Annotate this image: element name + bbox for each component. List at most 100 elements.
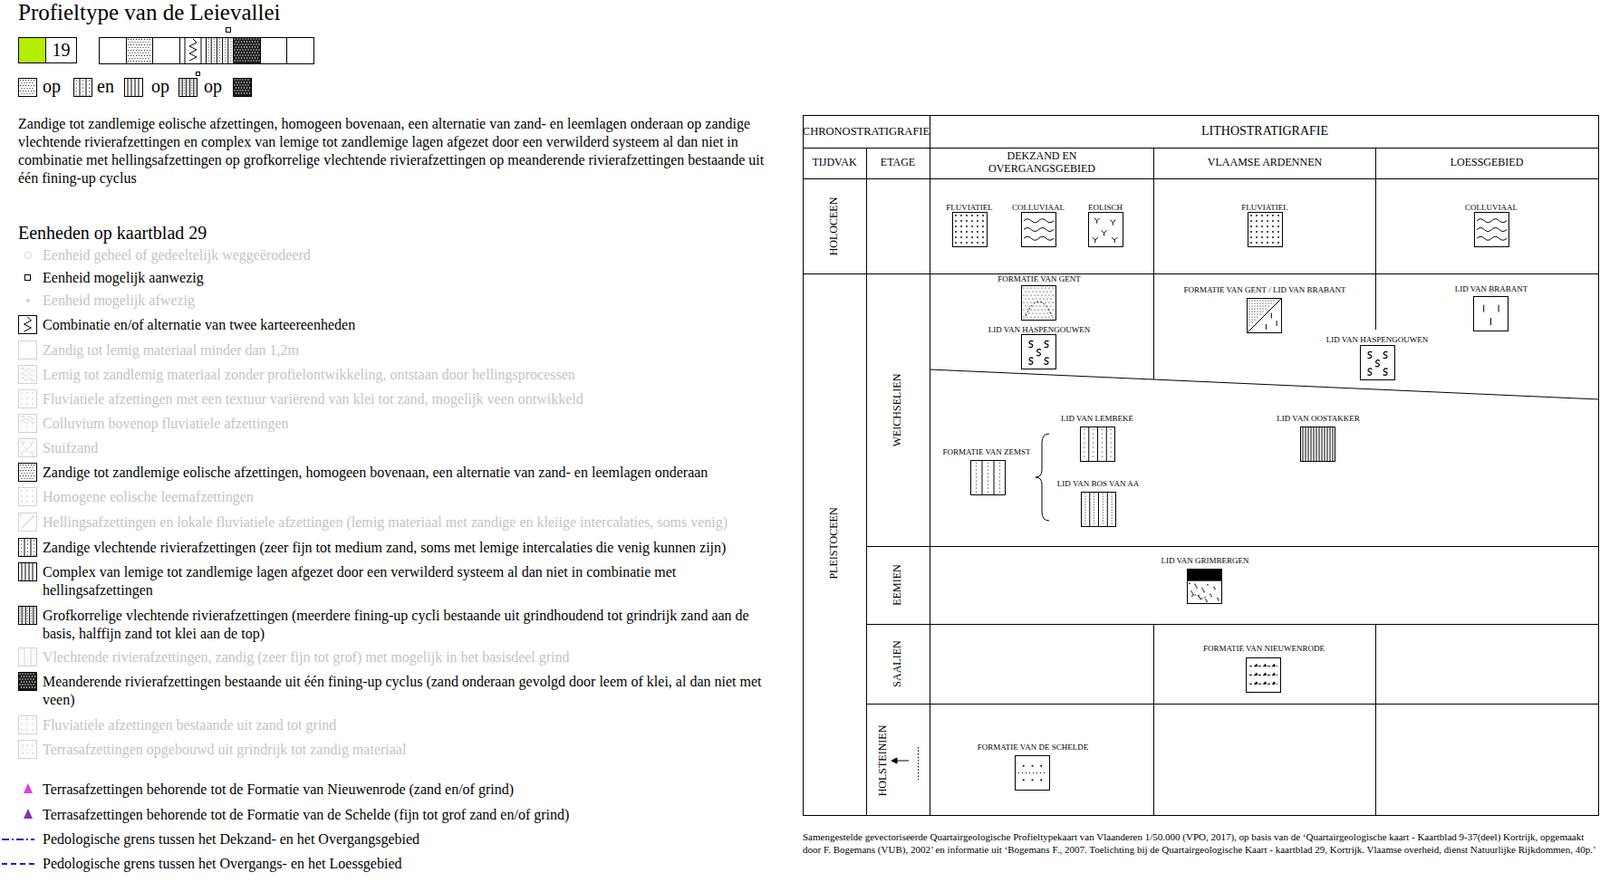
symbol-stroke	[230, 59, 232, 61]
symbol-stroke	[20, 550, 22, 552]
symbol-stroke	[258, 43, 260, 45]
symbol-stroke	[1111, 509, 1113, 511]
symbol-stroke	[982, 460, 984, 496]
symbol-stroke	[254, 40, 256, 42]
symbol-stroke	[987, 483, 989, 485]
symbol-stroke	[130, 38, 132, 40]
symbol-stroke	[141, 38, 143, 40]
symbol-stroke	[987, 469, 989, 471]
symbol-stroke	[1093, 520, 1095, 521]
symbol-stroke	[1040, 308, 1042, 310]
symbol-stroke	[1375, 360, 1380, 367]
symbol-stroke	[88, 86, 90, 88]
symbol-stroke	[27, 649, 29, 651]
symbol-stroke	[1266, 241, 1269, 244]
symbol-stroke	[1037, 316, 1039, 318]
symbol-stroke	[230, 57, 232, 58]
symbol-stroke	[240, 92, 242, 94]
symbol-stroke	[33, 554, 35, 556]
symbol-stroke	[149, 44, 151, 46]
symbol-stroke	[82, 83, 84, 85]
symbol-stroke	[1101, 433, 1103, 434]
symbol-stroke	[138, 44, 140, 46]
symbol-stroke	[128, 41, 130, 43]
symbol-stroke	[1102, 492, 1104, 494]
symbol-stroke	[20, 82, 22, 84]
symbol-stroke	[23, 447, 29, 454]
symbol-stroke	[1050, 305, 1051, 307]
symbol-stroke	[239, 43, 241, 45]
symbol-stroke	[208, 48, 210, 50]
symbol-stroke	[82, 86, 84, 88]
symbol-stroke	[31, 467, 33, 469]
symbol-stroke	[146, 55, 148, 57]
symbol-stroke	[20, 419, 35, 424]
symbol-stroke	[1250, 231, 1253, 233]
symbol-stroke	[1024, 312, 1026, 314]
table-label: FLUVIATIEL	[1241, 202, 1289, 213]
symbol-stroke	[244, 54, 246, 56]
symbol-stroke	[1046, 298, 1048, 299]
symbol-stroke	[1102, 522, 1104, 524]
symbol-stroke	[224, 51, 226, 53]
table-line	[866, 147, 868, 817]
symbol-stroke	[27, 607, 29, 608]
symbol-stroke	[29, 684, 31, 685]
legend-text: Pedologische grens tussen het Dekzand- e…	[42, 830, 768, 849]
symbol-stroke	[1266, 220, 1269, 222]
symbol-stroke	[20, 397, 23, 400]
legend-text: Terrasafzettingen behorende tot de Forma…	[42, 780, 768, 800]
legend-text: Terrasafzettingen behorende tot de Forma…	[42, 806, 768, 825]
symbol-stroke	[1107, 491, 1109, 528]
symbol-stroke	[139, 47, 141, 49]
symbol-stroke	[982, 236, 984, 239]
symbol-stroke	[1246, 298, 1282, 334]
symbol-stroke	[1028, 312, 1030, 314]
symbol-stroke	[31, 516, 34, 519]
symbol-stroke	[213, 40, 215, 42]
symbol-stroke	[987, 491, 989, 492]
symbol-stroke	[246, 46, 248, 48]
symbol-stroke	[1037, 308, 1039, 310]
symbol-stroke	[33, 85, 35, 87]
symbol-stroke	[246, 40, 248, 42]
symbol-stroke	[187, 78, 189, 80]
symbol-stroke	[1028, 305, 1030, 307]
table-line	[866, 703, 1600, 705]
symbol-stroke	[1044, 308, 1046, 310]
symbol-stroke	[22, 90, 24, 92]
symbol-stroke	[241, 59, 243, 61]
symbol-stroke	[1084, 520, 1086, 521]
symbol-stroke	[192, 77, 194, 97]
table-label: FORMATIE VAN ZEMST	[942, 447, 1031, 457]
symbol-stroke	[954, 225, 957, 228]
symbol-stroke	[31, 82, 33, 84]
symbol-stroke	[147, 57, 149, 59]
symbol-stroke	[1256, 313, 1258, 315]
symbol-stroke	[239, 54, 241, 56]
symbol-stroke	[141, 55, 143, 57]
symbol-stroke	[149, 60, 151, 62]
symbol-stroke	[252, 43, 254, 45]
symbol-stroke	[235, 57, 237, 58]
symbol-stroke	[1267, 302, 1269, 304]
symbol-box	[19, 488, 38, 507]
legend-sample	[25, 252, 32, 260]
symbol-stroke	[213, 54, 215, 56]
symbol-stroke	[1083, 446, 1085, 448]
symbol-box	[1015, 756, 1051, 791]
symbol-stroke	[250, 43, 251, 45]
symbol-stroke	[19, 607, 21, 608]
legend-text: Zandig tot lemig materiaal minder dan 1,…	[42, 341, 768, 360]
symbol-stroke	[1026, 308, 1028, 310]
symbol-stroke	[1026, 287, 1028, 289]
symbol-stroke	[1262, 302, 1263, 304]
symbol-stroke	[230, 40, 232, 42]
symbol-stroke	[27, 678, 29, 680]
legend-text: Zandige vlechtende rivierafzettingen (ze…	[42, 539, 768, 558]
symbol-stroke	[135, 55, 137, 57]
symbol-stroke	[149, 49, 151, 51]
symbol-stroke	[194, 81, 196, 83]
symbol-stroke	[982, 214, 984, 217]
symbol-stroke	[20, 664, 22, 666]
